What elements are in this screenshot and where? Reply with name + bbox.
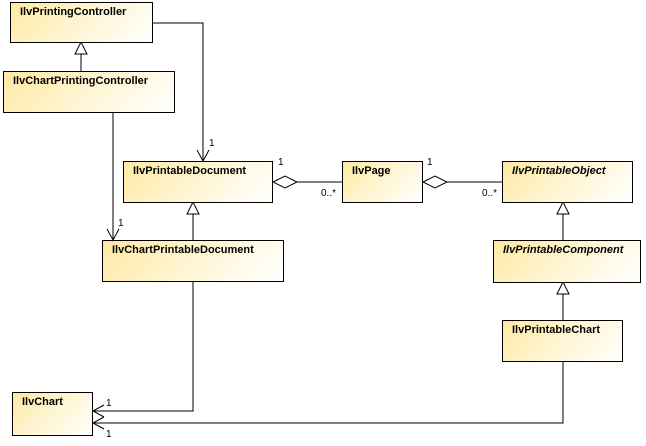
- class-name: IlvPage: [352, 165, 391, 177]
- class-ilv-printable-chart[interactable]: IlvPrintableChart: [502, 320, 623, 362]
- generalization-arrowhead: [74, 40, 88, 55]
- class-ilv-chart-printable-document[interactable]: IlvChartPrintableDocument: [102, 240, 284, 282]
- multiplicity-label: 0..*: [482, 188, 497, 199]
- class-name: IlvPrintableChart: [512, 324, 601, 336]
- aggregation-diamond: [421, 175, 449, 189]
- navigation-arrowhead: [91, 416, 105, 430]
- generalization-chart-document-to-document: [186, 200, 200, 240]
- generalization-component-to-object: [556, 200, 570, 240]
- class-ilv-printing-controller[interactable]: IlvPrintingController: [10, 2, 153, 43]
- aggregation-page-objects: 1 0..*: [421, 157, 502, 199]
- class-name: IlvChart: [22, 396, 63, 408]
- class-name: IlvChartPrintingController: [13, 75, 149, 87]
- association-chart-document-to-chart: 1: [91, 281, 194, 418]
- generalization-chart-controller-to-controller: [74, 40, 88, 72]
- class-name: IlvPrintingController: [20, 6, 127, 18]
- class-ilv-printable-object[interactable]: IlvPrintableObject: [502, 161, 633, 203]
- generalization-arrowhead: [556, 280, 570, 295]
- association-printable-chart-to-chart: 1: [91, 361, 564, 440]
- class-name: IlvPrintableObject: [512, 165, 606, 177]
- class-name: IlvPrintableDocument: [133, 165, 247, 177]
- aggregation-diamond: [271, 175, 299, 189]
- multiplicity-label: 1: [278, 157, 284, 168]
- multiplicity-label: 0..*: [321, 188, 336, 199]
- association-chart-controller-to-chart-document: 1: [106, 112, 124, 242]
- multiplicity-label: 1: [209, 138, 215, 149]
- multiplicity-label: 1: [106, 398, 112, 409]
- class-ilv-printable-component[interactable]: IlvPrintableComponent: [493, 240, 641, 283]
- multiplicity-label: 1: [106, 429, 112, 440]
- aggregation-document-pages: 1 0..*: [271, 157, 342, 199]
- navigation-arrowhead: [91, 404, 105, 418]
- class-ilv-chart-printing-controller[interactable]: IlvChartPrintingController: [3, 71, 175, 113]
- multiplicity-label: 1: [427, 157, 433, 168]
- multiplicity-label: 1: [118, 218, 124, 229]
- generalization-chart-to-component: [556, 280, 570, 320]
- generalization-arrowhead: [556, 200, 570, 215]
- class-ilv-printable-document[interactable]: IlvPrintableDocument: [123, 161, 273, 203]
- class-name: IlvPrintableComponent: [503, 244, 624, 256]
- generalization-arrowhead: [186, 200, 200, 215]
- class-ilv-page[interactable]: IlvPage: [342, 161, 423, 203]
- class-ilv-chart[interactable]: IlvChart: [12, 392, 93, 436]
- class-name: IlvChartPrintableDocument: [112, 244, 254, 256]
